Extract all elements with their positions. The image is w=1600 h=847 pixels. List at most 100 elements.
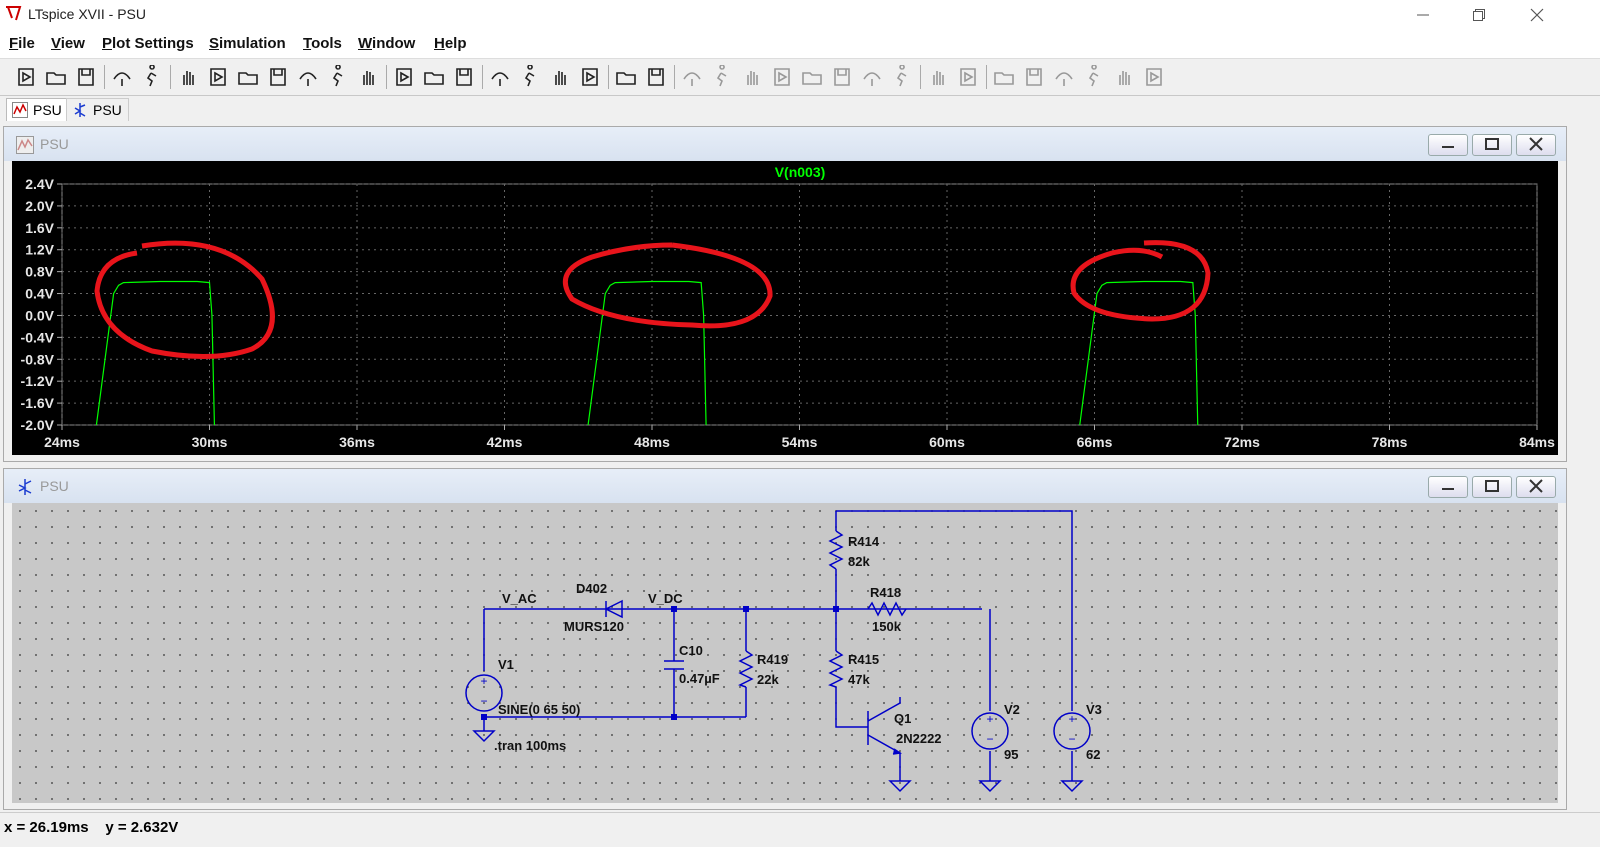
- redo-button[interactable]: [1022, 65, 1046, 89]
- schematic-canvas[interactable]: +− +− +− V_AC D402 MURS120 V_DC C10 0.: [12, 503, 1558, 803]
- label-d402[interactable]: D402: [576, 581, 607, 596]
- undo-button[interactable]: [992, 65, 1016, 89]
- diode-d402-symbol[interactable]: [592, 599, 623, 619]
- menu-tools[interactable]: Tools: [303, 35, 342, 52]
- cascade-button[interactable]: [422, 65, 446, 89]
- zoom-in-button[interactable]: [206, 65, 230, 89]
- inductor-button[interactable]: [830, 65, 854, 89]
- waveform-close-button[interactable]: [1516, 134, 1556, 156]
- junction-dot: [833, 606, 839, 612]
- label-q1[interactable]: Q1: [894, 711, 911, 726]
- rotate-button[interactable]: [1052, 65, 1076, 89]
- label-r415-value[interactable]: 47k: [848, 672, 870, 687]
- voltage-source-v1-symbol[interactable]: +−: [465, 674, 503, 712]
- cut-button[interactable]: [488, 65, 512, 89]
- label-v3-value[interactable]: 62: [1086, 747, 1100, 762]
- menu-window[interactable]: Window: [358, 35, 415, 52]
- toolbar-separator: [104, 65, 105, 89]
- zoom-cancel-button[interactable]: [296, 65, 320, 89]
- tile-horizontal-button[interactable]: [392, 65, 416, 89]
- label-r418-value[interactable]: 150k: [872, 619, 902, 634]
- label-murs120[interactable]: MURS120: [564, 619, 624, 634]
- open-icon: [46, 72, 66, 85]
- copy-button[interactable]: [518, 64, 542, 89]
- label-v1-value[interactable]: SINE(0 65 50): [498, 702, 580, 717]
- label-c10[interactable]: C10: [679, 643, 703, 658]
- resistor-r418-symbol[interactable]: [867, 601, 907, 617]
- waveform-plot[interactable]: V(n003) 2.4V2.0V1.6V1.2V0.8V0.4V0.0V-0.4…: [12, 161, 1558, 455]
- x-tick-label: 72ms: [1224, 434, 1260, 450]
- pan-button[interactable]: [176, 65, 200, 89]
- control-panel-button[interactable]: [110, 65, 134, 89]
- voltage-source-v2-symbol[interactable]: +−: [971, 712, 1009, 750]
- find-button[interactable]: [578, 65, 602, 89]
- autorange-y-button[interactable]: [356, 65, 380, 89]
- restore-button[interactable]: [1456, 0, 1502, 30]
- waveform-maximize-button[interactable]: [1472, 134, 1512, 156]
- spice-directive-button[interactable]: [1142, 65, 1166, 89]
- label-v1[interactable]: V1: [498, 657, 514, 672]
- tab-waveform-psu[interactable]: PSU: [6, 98, 69, 121]
- waveform-minimize-button[interactable]: [1428, 134, 1468, 156]
- label-r418[interactable]: R418: [870, 585, 901, 600]
- status-bar: x = 26.19ms y = 2.632V: [0, 812, 1600, 847]
- autorange-button[interactable]: [326, 64, 350, 89]
- tile-vertical-button[interactable]: [452, 65, 476, 89]
- trace-title[interactable]: V(n003): [775, 164, 826, 180]
- menu-view[interactable]: View: [51, 35, 85, 52]
- mirror-button[interactable]: [1082, 64, 1106, 89]
- diode-button[interactable]: [860, 65, 884, 89]
- resistor-button[interactable]: [770, 65, 794, 89]
- print-button[interactable]: [614, 65, 638, 89]
- resistor-r419-symbol[interactable]: [738, 650, 754, 688]
- label-v-dc[interactable]: V_DC: [648, 591, 683, 606]
- label-q1-model[interactable]: 2N2222: [896, 731, 942, 746]
- tab-schematic-psu[interactable]: PSU: [66, 98, 129, 121]
- menu-help[interactable]: Help: [434, 35, 467, 52]
- label-r419-value[interactable]: 22k: [757, 672, 779, 687]
- schematic-minimize-button[interactable]: [1428, 476, 1468, 498]
- capacitor-button[interactable]: [800, 65, 824, 89]
- menu-tools-accel: T: [303, 35, 312, 52]
- trace-v-n003-pulse-1: [95, 280, 216, 426]
- resistor-r414-symbol[interactable]: [828, 530, 844, 570]
- label-c10-value[interactable]: 0.47µF: [679, 671, 720, 686]
- label-r414[interactable]: R414: [848, 534, 880, 549]
- schematic-maximize-button[interactable]: [1472, 476, 1512, 498]
- save-button[interactable]: [74, 65, 98, 89]
- label-r419[interactable]: R419: [757, 652, 788, 667]
- halt-button[interactable]: [140, 64, 164, 89]
- label-r414-value[interactable]: 82k: [848, 554, 870, 569]
- component-button[interactable]: [890, 64, 914, 89]
- wire-button[interactable]: [680, 65, 704, 89]
- ground-button[interactable]: [710, 64, 734, 89]
- label-r415[interactable]: R415: [848, 652, 879, 667]
- move-button[interactable]: [926, 65, 950, 89]
- transistor-q1-symbol[interactable]: [867, 697, 903, 759]
- menu-file[interactable]: File: [9, 35, 35, 52]
- paste-button[interactable]: [548, 65, 572, 89]
- zoom-box-button[interactable]: [236, 65, 260, 89]
- capacitor-c10-symbol[interactable]: [664, 660, 684, 670]
- x-tick-label: 42ms: [487, 434, 523, 450]
- control-panel-icon: [113, 72, 131, 86]
- menu-simulation[interactable]: Simulation: [209, 35, 286, 52]
- label-v3[interactable]: V3: [1086, 702, 1102, 717]
- minimize-button[interactable]: [1400, 0, 1446, 30]
- schematic-close-button[interactable]: [1516, 476, 1556, 498]
- print-setup-button[interactable]: [644, 65, 668, 89]
- text-button[interactable]: [1112, 65, 1136, 89]
- menu-plot-settings[interactable]: Plot Settings: [102, 35, 194, 52]
- open-button[interactable]: [44, 65, 68, 89]
- label-net-button[interactable]: [740, 65, 764, 89]
- label-v2-value[interactable]: 95: [1004, 747, 1018, 762]
- close-button[interactable]: [1514, 0, 1560, 30]
- voltage-source-v3-symbol[interactable]: +−: [1053, 712, 1091, 750]
- label-v2[interactable]: V2: [1004, 702, 1020, 717]
- zoom-out-button[interactable]: [266, 65, 290, 89]
- label-v-ac[interactable]: V_AC: [502, 591, 537, 606]
- resistor-r415-symbol[interactable]: [828, 650, 844, 688]
- drag-button[interactable]: [956, 65, 980, 89]
- run-button[interactable]: [14, 65, 38, 89]
- spice-directive-tran[interactable]: .tran 100ms: [494, 738, 566, 753]
